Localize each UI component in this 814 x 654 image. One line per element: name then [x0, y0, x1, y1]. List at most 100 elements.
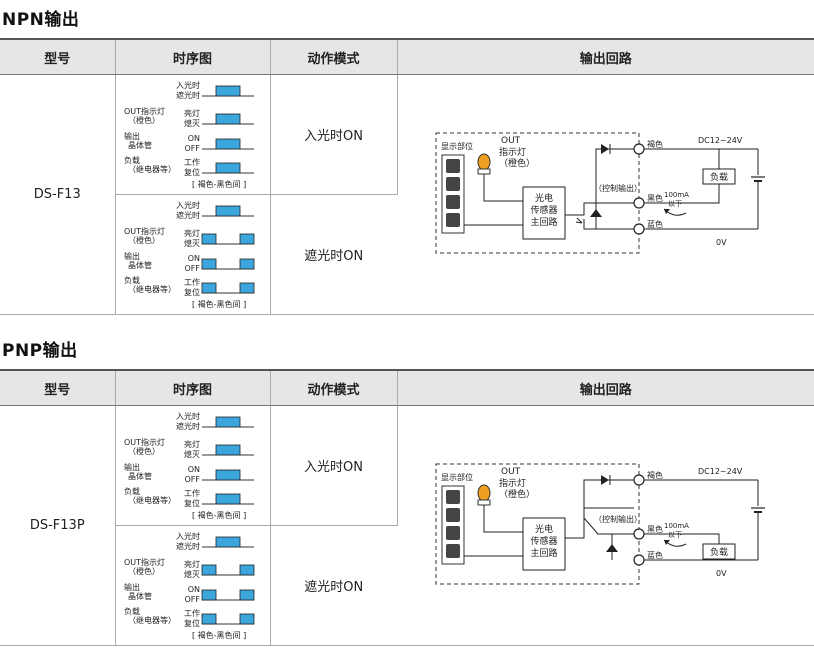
black-wire-label: 黑色	[647, 524, 663, 534]
out-label: OUT	[501, 136, 521, 146]
main-circuit-label: 传感器	[530, 535, 557, 547]
out-label: OUT	[501, 467, 521, 477]
timing-signal-name: OUT指示灯	[124, 437, 165, 447]
load-wire	[643, 184, 719, 204]
timing-low-label: 遮光时	[176, 90, 200, 100]
timing-signal-name: 负载	[124, 486, 140, 496]
zener-wire	[595, 148, 601, 229]
timing-signal-sub: （继电器等）	[128, 495, 176, 505]
timing-high-label: 入光时	[176, 411, 200, 421]
output-wire	[564, 202, 634, 216]
timing-note: [ 褐色-黑色间 ]	[192, 299, 246, 309]
segment-digit	[445, 195, 460, 209]
npn-header-row: 型号 时序图 动作模式 输出回路	[0, 38, 814, 75]
mode-dark-on: 遮光时ON	[270, 525, 397, 646]
timing-note: [ 褐色-黑色间 ]	[192, 630, 246, 640]
zener-icon	[605, 544, 618, 552]
supply-voltage-label: DC12~24V	[698, 136, 743, 145]
header-model: 型号	[0, 38, 116, 75]
timing-high-label: ON	[187, 134, 199, 143]
timing-pulse	[215, 138, 240, 149]
timing-high-label: ON	[187, 465, 199, 474]
timing-pulse	[201, 233, 216, 244]
npn-model: DS-F13	[0, 74, 116, 315]
timing-pulse	[239, 258, 254, 269]
pnp-section-title: PNP输出	[2, 341, 78, 361]
segment-digit	[445, 159, 460, 173]
main-circuit-label: 主回路	[530, 547, 557, 559]
main-circuit-label: 光电	[534, 192, 552, 204]
segment-digit	[445, 508, 460, 522]
led-base	[477, 168, 490, 175]
supply-internal-wire	[583, 479, 601, 508]
timing-low-label: 复位	[184, 498, 200, 508]
zener-icon	[589, 209, 602, 217]
out-indicator-led	[477, 484, 490, 502]
mode-light-on: 入光时ON	[270, 74, 398, 195]
led-base	[477, 499, 490, 506]
out-label-3: （橙色）	[499, 157, 535, 169]
terminal	[632, 143, 645, 155]
zero-volt-label: 0V	[716, 569, 727, 578]
out-label-2: 指示灯	[499, 477, 526, 489]
timing-signal-sub: 晶体管	[128, 591, 152, 601]
timing-pulse	[215, 444, 240, 455]
terminal	[632, 554, 645, 566]
diode-icon	[600, 475, 609, 485]
mode-dark-on: 遮光时ON	[270, 194, 397, 315]
header-timing: 时序图	[115, 38, 271, 75]
timing-low-label: OFF	[184, 264, 200, 273]
control-output-label: （控制输出）	[594, 514, 642, 524]
main-circuit-box	[522, 517, 565, 571]
timing-high-label: 亮灯	[184, 559, 200, 569]
display-label: 显示部位	[441, 141, 473, 151]
sensor-boundary	[435, 132, 639, 254]
current-label: 100mA	[664, 191, 689, 199]
timing-signal-name: 负载	[124, 155, 140, 165]
timing-low-label: 遮光时	[176, 421, 200, 431]
output-wire	[564, 507, 634, 539]
timing-pulse	[201, 589, 216, 600]
main-circuit-label: 光电	[534, 523, 552, 535]
timing-high-label: 入光时	[176, 200, 200, 210]
timing-signal-name: 输出	[124, 131, 140, 141]
led-wire	[483, 174, 523, 202]
timing-signal-sub: （橙色）	[128, 115, 160, 125]
timing-pulse	[239, 282, 254, 293]
out-label-2: 指示灯	[499, 146, 526, 158]
load-wire	[643, 533, 719, 544]
black-wire-label: 黑色	[647, 193, 663, 203]
timing-high-label: 工作	[184, 157, 200, 167]
terminal	[632, 197, 645, 209]
timing-low-label: OFF	[184, 595, 200, 604]
timing-high-label: 工作	[184, 608, 200, 618]
timing-signal-name: 负载	[124, 606, 140, 616]
segment-digit	[445, 490, 460, 504]
led-wire	[483, 505, 523, 533]
emitter-wire	[583, 219, 634, 230]
segment-digit	[445, 526, 460, 540]
timing-signal-sub: （橙色）	[128, 566, 160, 576]
timing-low-label: 遮光时	[176, 541, 200, 551]
timing-high-label: ON	[187, 585, 199, 594]
pnp-output-circuit: 显示部位OUT指示灯（橙色）光电传感器主回路褐色黑色蓝色（控制输出）DC12~2…	[435, 463, 765, 585]
brown-wire-label: 褐色	[647, 470, 663, 480]
timing-svg: 入光时遮光时亮灯熄灭OUT指示灯（橙色）ONOFF输出晶体管工作复位负载（继电器…	[124, 411, 254, 520]
timing-low-label: 复位	[184, 618, 200, 628]
timing-high-label: ON	[187, 254, 199, 263]
timing-high-label: 亮灯	[184, 439, 200, 449]
timing-pulse	[215, 469, 240, 480]
mode-light-on: 入光时ON	[270, 405, 398, 526]
timing-signal-sub: （继电器等）	[128, 615, 176, 625]
control-output-label: （控制输出）	[594, 183, 642, 193]
terminal	[632, 474, 645, 486]
zero-volt-label: 0V	[716, 238, 727, 247]
pnp-header-row: 型号 时序图 动作模式 输出回路	[0, 369, 814, 406]
out-label-3: （橙色）	[499, 488, 535, 500]
